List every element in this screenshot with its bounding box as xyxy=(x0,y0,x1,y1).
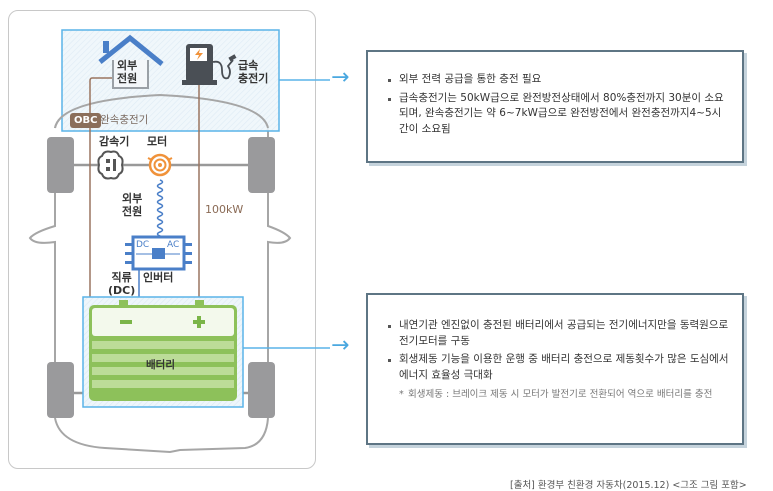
motor-icon xyxy=(147,153,173,177)
inverter-label: 인버터 xyxy=(143,271,174,284)
info-item: 내연기관 엔진없이 충전된 배터리에서 공급되는 전기에너지만을 동력원으로 전… xyxy=(388,318,730,349)
battery-label: 배터리 xyxy=(146,359,175,371)
note-marker: * xyxy=(399,389,404,400)
motor-label: 모터 xyxy=(147,135,168,148)
house-icon xyxy=(98,34,164,89)
wheel-rear-right xyxy=(248,362,275,418)
wire-external-power xyxy=(89,77,113,300)
reducer-icon xyxy=(97,150,124,180)
charging-station-icon xyxy=(182,44,237,85)
power-rating-label: 100kW xyxy=(205,203,244,216)
info-item: 회생제동 기능을 이용한 운행 중 배터리 충전으로 제동횟수가 많은 도심에서… xyxy=(388,352,730,383)
info-item: 외부 전력 공급을 통한 충전 필요 xyxy=(388,72,730,88)
arrow-right-icon: → xyxy=(331,65,350,90)
obc-badge: OBC xyxy=(70,113,102,128)
info-item: 급속충전기는 50kW급으로 완전방전상태에서 80%충전까지 30분이 소요되… xyxy=(388,91,730,138)
info-box-charging: 외부 전력 공급을 통한 충전 필요 급속충전기는 50kW급으로 완전방전상태… xyxy=(366,50,744,163)
inverter-icon xyxy=(125,235,192,271)
info-note: * 회생제동 : 브레이크 제동 시 모터가 발전기로 전환되어 역으로 배터리… xyxy=(388,386,730,404)
external-power-label: 외부 전원 xyxy=(117,59,138,85)
reducer-label: 감속기 xyxy=(99,135,130,148)
inverter-dc-label: DC xyxy=(136,240,150,250)
info-box-battery: 내연기관 엔진없이 충전된 배터리에서 공급되는 전기에너지만을 동력원으로 전… xyxy=(366,293,744,445)
note-text: 회생제동 : 브레이크 제동 시 모터가 발전기로 전환되어 역으로 배터리를 … xyxy=(408,389,713,400)
battery-icon xyxy=(89,300,237,401)
slow-charger-label: 완속충전기 xyxy=(100,114,149,126)
diagram-frame xyxy=(8,10,316,469)
source-caption: [출처] 환경부 친환경 자동차(2015.12) <그조 그림 포함> xyxy=(510,480,747,491)
fast-charger-label: 급속 충전기 xyxy=(238,59,269,85)
coil-icon xyxy=(156,179,164,248)
wheel-rear-left xyxy=(47,362,74,418)
wheel-front-right xyxy=(248,137,275,193)
inverter-ac-label: AC xyxy=(167,240,180,250)
arrow-right-icon: → xyxy=(331,333,350,358)
dc-label: 직류 (DC) xyxy=(108,271,136,297)
coil-external-power-label: 외부 전원 xyxy=(122,192,143,218)
wheel-front-left xyxy=(47,137,74,193)
